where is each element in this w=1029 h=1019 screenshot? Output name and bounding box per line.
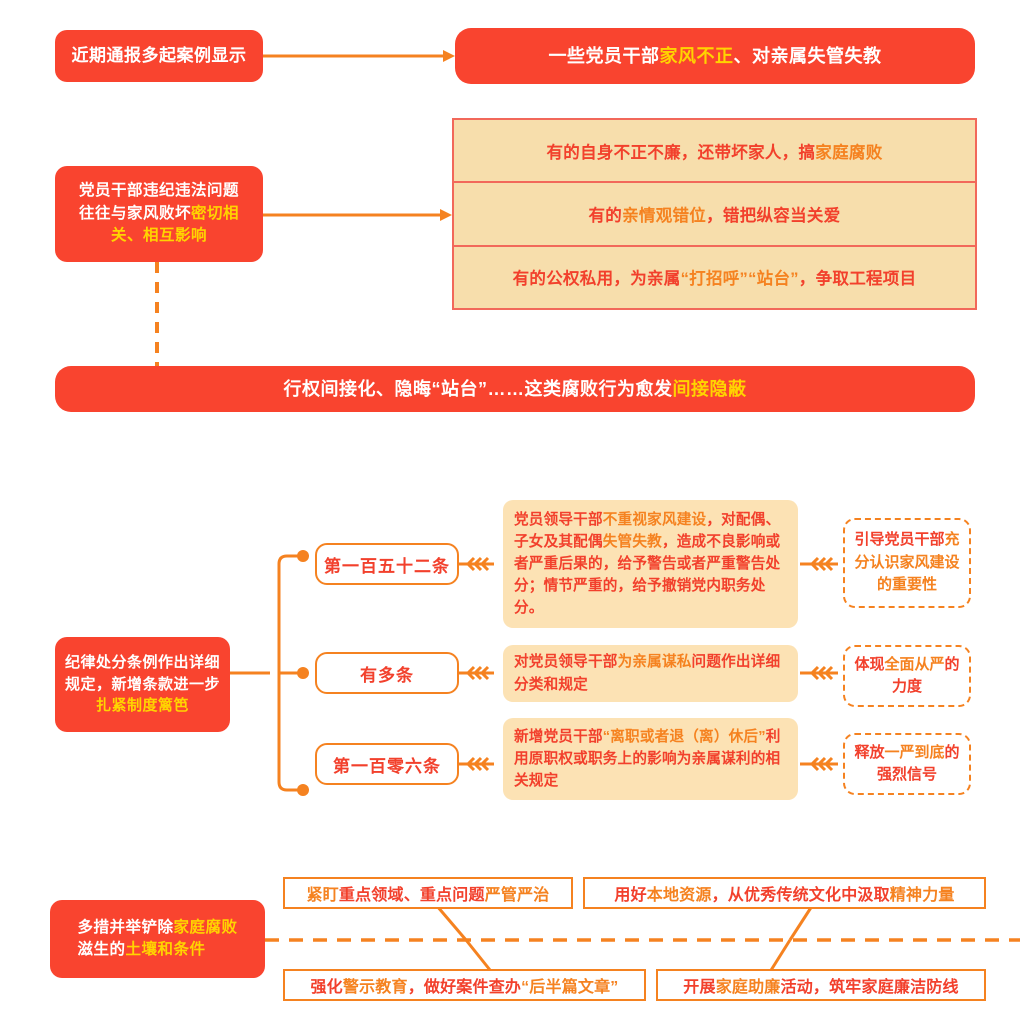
arrow-section1 <box>262 50 455 62</box>
branch-detail-multiple-articles: 对党员领导干部为亲属谋私问题作出详细分类和规定 <box>503 645 798 702</box>
cause-box-section2: 党员干部违纪违法问题 往往与家风败坏密切相 关、相互影响 <box>55 166 263 262</box>
measure-text: 紧盯重点领域、重点问题严管严治 <box>306 887 550 904</box>
outcome-text: 体现全面从严的力度 <box>854 655 960 696</box>
chevron-connector-2 <box>458 665 494 681</box>
chevron-connector-3 <box>458 756 494 772</box>
table-row: 有的自身不正不廉，还带坏家人，搞家庭腐败 <box>454 120 975 184</box>
table-row: 有的公权私用，为亲属“打招呼”“站台”，争取工程项目 <box>454 247 975 308</box>
branch-pill-multiple-articles[interactable]: 有多条 <box>315 652 459 694</box>
branch-pill-label: 第一百零六条 <box>333 756 441 776</box>
bracket-dots-section4 <box>297 550 309 796</box>
regulation-box-section4: 纪律处分条例作出详细 规定，新增条款进一步 扎紧制度篱笆 <box>55 637 230 732</box>
branch-detail-text: 对党员领导干部为亲属谋私问题作出详细分类和规定 <box>514 654 781 693</box>
branch-detail-article-106: 新增党员干部“离职或者退（离）休后”利用原职权或职务上的影响为亲属谋利的相关规定 <box>503 718 798 800</box>
measure-text: 强化警示教育，做好案件查办“后半篇文章” <box>310 979 619 996</box>
measure-box-top-left: 紧盯重点领域、重点问题严管严治 <box>283 877 573 909</box>
outcome-box-1: 引导党员干部充分认识家风建设的重要性 <box>843 518 971 608</box>
trend-banner-text: 行权间接化、隐晦“站台”……这类腐败行为愈发间接隐蔽 <box>283 378 747 399</box>
branch-pill-article-152[interactable]: 第一百五十二条 <box>315 543 459 585</box>
branch-pill-label: 第一百五十二条 <box>324 556 450 576</box>
chevron-connector-5 <box>800 665 838 681</box>
regulation-box-text: 纪律处分条例作出详细 规定，新增条款进一步 扎紧制度篱笆 <box>65 653 221 715</box>
table-row: 有的亲情观错位，错把纵容当关爱 <box>454 183 975 247</box>
branch-detail-text: 新增党员干部“离职或者退（离）休后”利用原职权或职务上的影响为亲属谋利的相关规定 <box>514 728 781 790</box>
source-statement-box: 近期通报多起案例显示 <box>55 30 263 82</box>
branch-detail-text: 党员领导干部不重视家风建设，对配偶、子女及其配偶失管失教，造成不良影响或者严重后… <box>514 511 781 617</box>
chevron-connector-6 <box>800 756 838 772</box>
branch-pill-article-106[interactable]: 第一百零六条 <box>315 743 459 785</box>
measure-text: 开展家庭助廉活动，筑牢家庭廉洁防线 <box>683 979 959 996</box>
measures-box-text: 多措并举铲除家庭腐败 滋生的土壤和条件 <box>77 918 238 958</box>
chevron-connector-4 <box>800 556 838 572</box>
result-banner-text: 一些党员干部家风不正、对亲属失管失教 <box>548 45 882 66</box>
arrow-section2 <box>262 209 452 221</box>
measure-box-top-right: 用好本地资源，从优秀传统文化中汲取精神力量 <box>583 877 986 909</box>
measure-text: 用好本地资源，从优秀传统文化中汲取精神力量 <box>614 887 955 904</box>
cause-box-text: 党员干部违纪违法问题 往往与家风败坏密切相 关、相互影响 <box>78 182 240 245</box>
branch-detail-article-152: 党员领导干部不重视家风建设，对配偶、子女及其配偶失管失教，造成不良影响或者严重后… <box>503 500 798 628</box>
bracket-section4 <box>229 554 300 792</box>
outcome-text: 释放一严到底的强烈信号 <box>854 743 960 784</box>
outcome-text: 引导党员干部充分认识家风建设的重要性 <box>854 531 960 594</box>
measures-box-section5: 多措并举铲除家庭腐败 滋生的土壤和条件 <box>50 900 265 978</box>
table-row-text: 有的公权私用，为亲属“打招呼”“站台”，争取工程项目 <box>512 270 917 289</box>
chevron-connector-1 <box>458 556 494 572</box>
measure-box-bottom-left: 强化警示教育，做好案件查办“后半篇文章” <box>283 969 646 1001</box>
table-row-text: 有的亲情观错位，错把纵容当关爱 <box>588 206 841 225</box>
outcome-box-3: 释放一严到底的强烈信号 <box>843 733 971 795</box>
trend-banner-section3: 行权间接化、隐晦“站台”……这类腐败行为愈发间接隐蔽 <box>55 366 975 412</box>
manifestations-table: 有的自身不正不廉，还带坏家人，搞家庭腐败 有的亲情观错位，错把纵容当关爱 有的公… <box>452 118 977 310</box>
result-banner-section1: 一些党员干部家风不正、对亲属失管失教 <box>455 28 975 84</box>
measure-box-bottom-right: 开展家庭助廉活动，筑牢家庭廉洁防线 <box>656 969 986 1001</box>
measure-legs <box>435 905 814 976</box>
branch-pill-label: 有多条 <box>360 665 414 685</box>
source-statement-text: 近期通报多起案例显示 <box>71 45 247 65</box>
table-row-text: 有的自身不正不廉，还带坏家人，搞家庭腐败 <box>546 143 883 162</box>
outcome-box-2: 体现全面从严的力度 <box>843 645 971 707</box>
